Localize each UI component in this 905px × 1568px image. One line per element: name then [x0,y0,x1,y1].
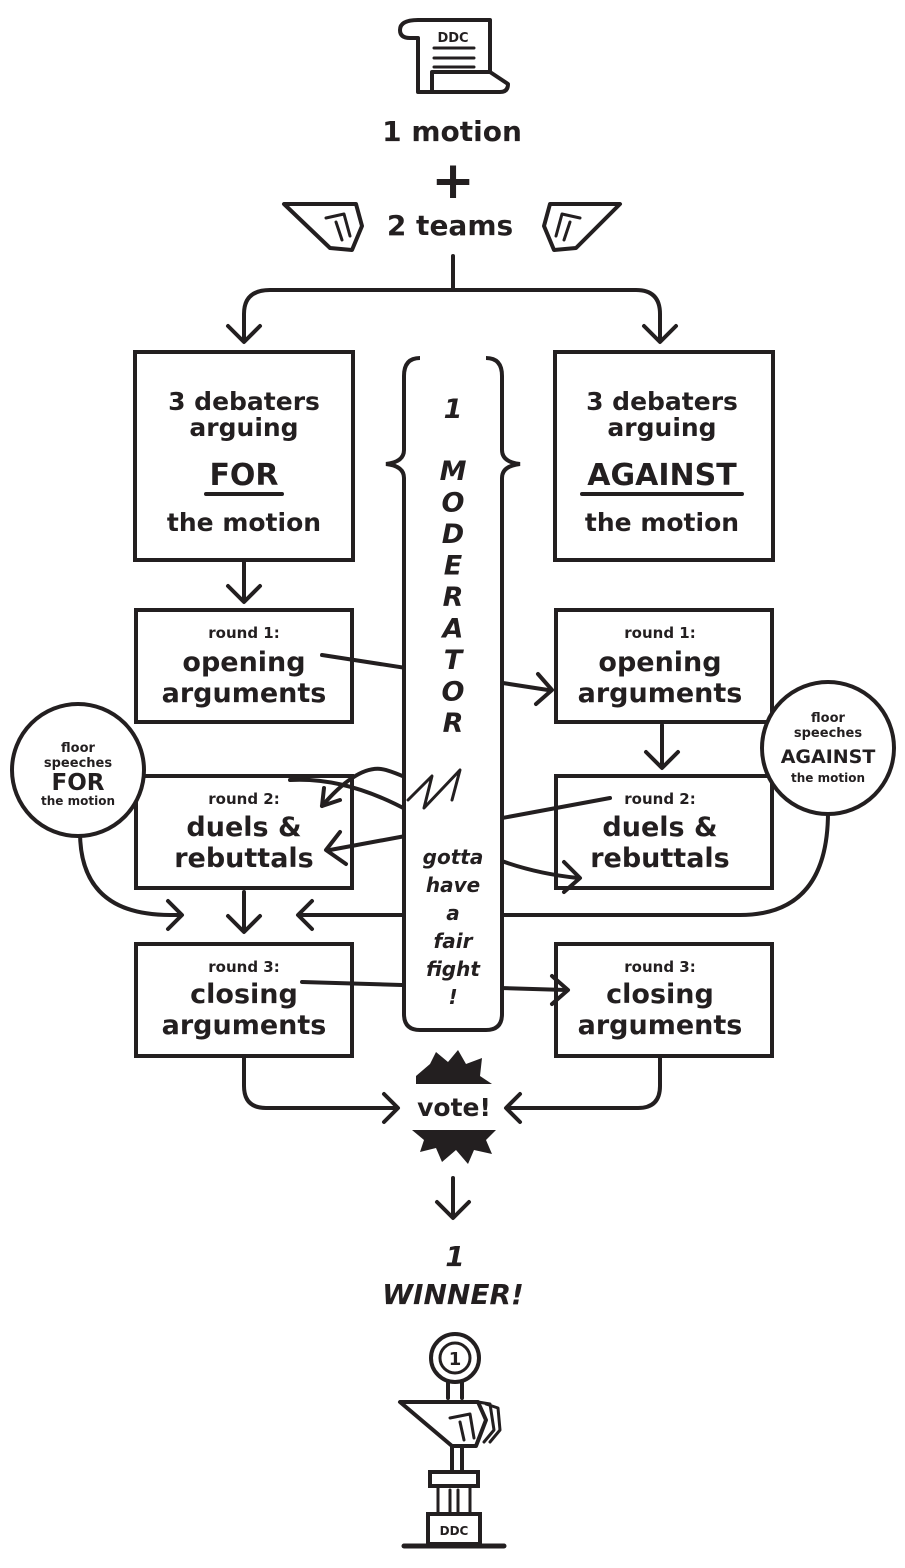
for-round2-line2: rebuttals [174,843,314,874]
against-team-side: AGAINST [587,458,737,493]
moderator-letter: M [440,456,467,487]
split-connector [226,254,678,344]
for-team-box: 3 debaters arguing FOR the motion [133,350,355,562]
hand-right-icon [542,202,622,252]
for-team-line1: 3 debaters [168,387,320,416]
floor-against-line1: floor [811,711,845,726]
floor-for-line2: speeches [44,756,112,771]
for-round1-box: round 1: opening arguments [134,608,354,724]
moderator-count: 1 [444,394,463,425]
trophy-base-label: DDC [440,1524,469,1538]
against-round1-box: round 1: opening arguments [554,608,774,724]
floor-for-line4: the motion [41,794,115,808]
against-team-line1: 3 debaters [586,387,738,416]
against-round3-title: round 3: [624,958,695,976]
moderator-note-word: a [446,901,460,925]
floor-against-circle: floor speeches AGAINST the motion [296,680,896,931]
merge-to-vote [242,1056,662,1124]
for-round1-line2: arguments [162,678,327,709]
moderator-note-word: ! [448,985,457,1009]
against-team-box: 3 debaters arguing AGAINST the motion [553,350,775,562]
down-arrows [226,560,680,934]
scroll-icon: DDC [398,18,510,94]
against-team-line4: the motion [585,508,739,537]
floor-for-line1: floor [61,741,95,756]
moderator-note: gotta have a fair fight! [423,845,484,1009]
floor-for-circle: floor speeches FOR the motion [10,702,184,931]
moderator-letter: R [443,708,464,739]
moderator-letter: A [441,614,464,645]
moderator-note-word: have [426,873,480,897]
for-round3-box: round 3: closing arguments [134,942,354,1058]
medal-icon: 1 [429,1332,481,1384]
for-round1-line1: opening [182,647,305,678]
vote-label: vote! [417,1093,491,1122]
moderator-letter: T [444,645,465,676]
against-round2-line2: rebuttals [590,843,730,874]
for-round1-title: round 1: [208,624,279,642]
for-round2-box: round 2: duels & rebuttals [134,774,354,890]
against-round3-line2: arguments [578,1010,743,1041]
teams-label: 2 teams [387,209,513,242]
floor-against-line2: speeches [794,726,862,741]
scroll-label: DDC [437,31,468,46]
winner-count: 1 [445,1240,464,1273]
moderator-note-word: gotta [423,845,484,869]
against-round1-line2: arguments [578,678,743,709]
trophy-icon: 1 DDC [398,1332,507,1549]
moderator-letter: D [442,519,464,550]
floor-against-line4: the motion [791,771,865,785]
for-round3-line1: closing [190,979,298,1010]
against-round3-box: round 3: closing arguments [554,942,774,1058]
hand-left-icon [282,202,364,252]
for-round3-line2: arguments [162,1010,327,1041]
against-round3-line1: closing [606,979,714,1010]
for-team-line2: arguing [189,413,298,442]
against-round1-title: round 1: [624,624,695,642]
for-round3-title: round 3: [208,958,279,976]
moderator-note-word: fair [434,929,474,953]
for-team-side: FOR [209,458,278,493]
against-round1-line1: opening [598,647,721,678]
moderator-letter: O [442,488,465,519]
motion-label: 1 motion [382,115,522,148]
moderator-letter: E [444,551,463,582]
winner-label: WINNER! [382,1278,524,1311]
starburst-icon [412,1050,496,1164]
moderator-note-word: fight [426,957,481,981]
against-team-line2: arguing [607,413,716,442]
winner-arrow [435,1176,471,1220]
moderator-letter: O [442,677,465,708]
for-team-line4: the motion [167,508,321,537]
floor-against-side: AGAINST [781,746,876,768]
against-round2-title: round 2: [624,790,695,808]
floor-for-side: FOR [52,770,105,796]
for-round2-line1: duels & [186,812,301,843]
against-round2-box: round 2: duels & rebuttals [554,774,774,890]
moderator-letter: R [443,582,464,613]
against-round2-line1: duels & [602,812,717,843]
medal-number: 1 [449,1349,462,1370]
for-round2-title: round 2: [208,790,279,808]
plus-icon: + [431,151,475,211]
